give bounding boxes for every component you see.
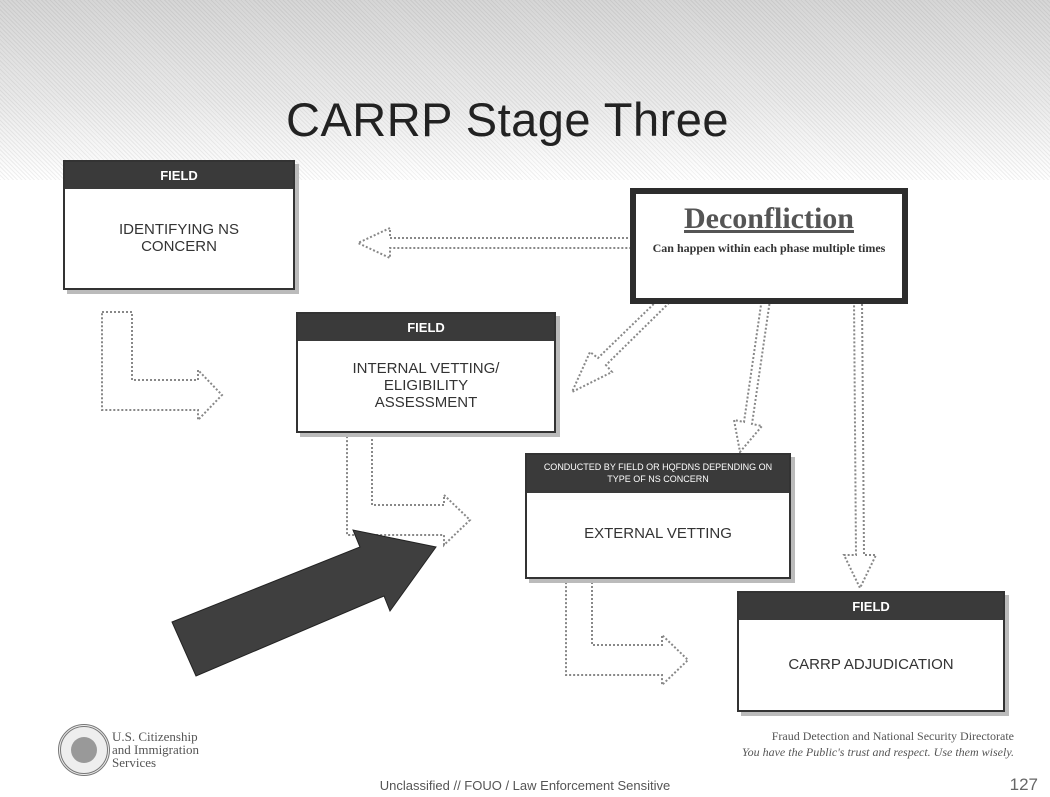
box-header: CONDUCTED BY FIELD OR HQFDNS DEPENDING O… <box>527 455 789 493</box>
agency-line: Services <box>112 755 157 770</box>
arrow-to-internal <box>569 292 674 395</box>
arrow-to-external <box>732 296 772 455</box>
header-banner <box>0 0 1050 180</box>
elbow-arrow-2 <box>346 435 472 548</box>
box-header: FIELD <box>298 314 554 341</box>
arrow-to-adjudication <box>842 299 878 591</box>
box-label: IDENTIFYING NS CONCERN <box>118 220 239 255</box>
deconfliction-box: Deconfliction Can happen within each pha… <box>630 188 908 304</box>
page-number: 127 <box>1009 775 1038 794</box>
box-identifying-ns-concern: FIELD IDENTIFYING NS CONCERN <box>63 160 295 290</box>
motto: You have the Public's trust and respect.… <box>742 745 1014 759</box>
deconfliction-subtext: Can happen within each phase multiple ti… <box>652 241 886 255</box>
box-label: CARRP ADJUDICATION <box>788 655 954 673</box>
agency-line: and Immigration <box>112 742 200 757</box>
directorate-name: Fraud Detection and National Security Di… <box>771 729 1014 743</box>
agency-line: U.S. Citizenship <box>112 729 198 744</box>
slide-title: CARRP Stage Three <box>286 93 730 146</box>
elbow-arrow-3 <box>565 579 690 688</box>
box-label: EXTERNAL VETTING <box>584 524 732 542</box>
emphasis-arrow <box>171 529 437 677</box>
box-label: INTERNAL VETTING/ ELIGIBILITY ASSESSMENT <box>352 359 500 411</box>
box-header: FIELD <box>65 162 293 189</box>
box-external-vetting: CONDUCTED BY FIELD OR HQFDNS DEPENDING O… <box>525 453 791 579</box>
box-header: FIELD <box>739 593 1003 620</box>
uscis-seal-icon <box>58 724 110 776</box>
agency-name: U.S. Citizenship and Immigration Service… <box>112 730 199 769</box>
arrow-to-identify <box>355 226 633 260</box>
deconfliction-heading: Deconfliction <box>684 202 854 235</box>
box-carrp-adjudication: FIELD CARRP ADJUDICATION <box>737 591 1005 712</box>
elbow-arrow-1 <box>101 311 224 423</box>
directorate-footer: Fraud Detection and National Security Di… <box>742 728 1014 760</box>
box-internal-vetting: FIELD INTERNAL VETTING/ ELIGIBILITY ASSE… <box>296 312 556 433</box>
classification-marking: Unclassified // FOUO / Law Enforcement S… <box>379 778 671 793</box>
